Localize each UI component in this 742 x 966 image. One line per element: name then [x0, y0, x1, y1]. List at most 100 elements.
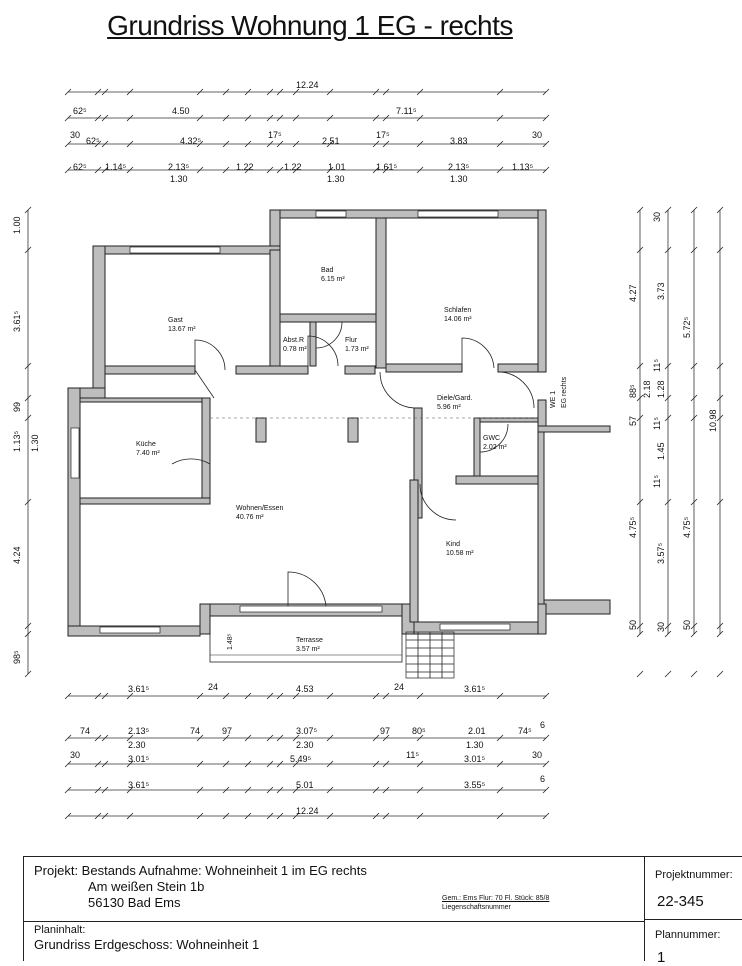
- room-terrasse-area: 3.57 m²: [296, 646, 320, 653]
- room-bad-area: 6.15 m²: [321, 276, 345, 283]
- dim-bot-r2b-2: 1.30: [466, 740, 484, 750]
- dimension-tick: [101, 760, 109, 768]
- dim-bot-r2-3: 97: [222, 726, 232, 736]
- dimension-tick: [716, 394, 724, 402]
- wall-right-upper: [537, 209, 547, 373]
- dim-bot-total: 12.24: [296, 806, 319, 816]
- window-kind: [439, 623, 511, 631]
- dimension-tick: [222, 692, 230, 700]
- wall-schlafen-bottom-b: [497, 363, 539, 373]
- dim-bot-r2-5: 97: [380, 726, 390, 736]
- dimension-tick: [126, 88, 134, 96]
- room-abst-name: Abst.R: [283, 337, 304, 344]
- dim-right-c1-2: 11⁵: [652, 359, 662, 372]
- dimension-tick: [24, 362, 32, 370]
- dim-top-r3-5: 17⁵: [376, 130, 390, 140]
- dim-bot-r2-9: 6: [540, 720, 545, 730]
- dim-top-total: 12.24: [296, 80, 319, 90]
- dimension-tick: [416, 114, 424, 122]
- dim-bot-r2b-1: 2.30: [296, 740, 314, 750]
- wall-gwc-top: [479, 417, 539, 423]
- dimension-tick: [101, 692, 109, 700]
- dimension-tick: [101, 166, 109, 174]
- dimension-tick: [382, 140, 390, 148]
- dimension-tick: [292, 166, 300, 174]
- dimension-tick: [382, 166, 390, 174]
- project-number: 22-345: [657, 893, 704, 910]
- dimension-tick: [244, 88, 252, 96]
- dim-top-r4b-2: 1.30: [450, 174, 468, 184]
- room-diele-area: 5.96 m²: [437, 404, 461, 411]
- dim-bot-r3-3: 11⁵: [406, 750, 419, 760]
- dimension-tick: [276, 734, 284, 742]
- dimension-tick: [372, 760, 380, 768]
- dimension-tick: [416, 88, 424, 96]
- dimension-tick: [326, 760, 334, 768]
- dimension-tick: [542, 692, 550, 700]
- wall-top-right: [269, 209, 547, 219]
- dim-left-1: 3.61⁵: [12, 310, 22, 332]
- project-number-section: Projektnummer: 22-345 Plannummer: 1: [645, 857, 742, 966]
- dimension-tick: [636, 498, 644, 506]
- dimension-tick: [636, 414, 644, 422]
- wall-gast-bottom-a: [104, 365, 196, 375]
- dimension-tick: [664, 394, 672, 402]
- dimension-tick: [690, 498, 698, 506]
- project-number-label: Projektnummer:: [655, 869, 733, 881]
- dimension-tick: [196, 88, 204, 96]
- dimension-tick: [64, 166, 72, 174]
- dimension-tick: [496, 692, 504, 700]
- column-2: [347, 417, 359, 443]
- dim-top-r4-1: 1.14⁵: [105, 162, 127, 172]
- dimension-tick: [716, 362, 724, 370]
- window-gast: [129, 246, 221, 254]
- dimension-tick: [382, 812, 390, 820]
- wall-right-low-v: [537, 431, 545, 623]
- dimension-tick: [542, 760, 550, 768]
- dimension-tick: [690, 622, 698, 630]
- dimension-tick: [266, 734, 274, 742]
- dimension-tick: [222, 88, 230, 96]
- column-1: [255, 417, 267, 443]
- dim-top-r4-4: 1.22: [284, 162, 302, 172]
- dimension-tick: [292, 114, 300, 122]
- dimension-tick: [94, 692, 102, 700]
- dimension-tick: [292, 140, 300, 148]
- dimension-tick: [24, 206, 32, 214]
- dimension-tick: [126, 140, 134, 148]
- dimension-tick: [636, 362, 644, 370]
- dimension-tick: [266, 140, 274, 148]
- dimension-tick: [276, 140, 284, 148]
- dimension-tick: [266, 812, 274, 820]
- dim-right-c4-0: 10.98: [708, 409, 718, 432]
- dimension-tick: [266, 88, 274, 96]
- dimension-tick: [542, 114, 550, 122]
- wall-gast-left: [92, 245, 106, 391]
- dimension-tick: [716, 622, 724, 630]
- window-bad: [315, 210, 347, 218]
- dimension-tick: [276, 760, 284, 768]
- dim-left-4: 1.30: [30, 434, 40, 452]
- window-kueche: [70, 427, 80, 479]
- dimension-tick: [196, 734, 204, 742]
- dimension-tick: [716, 246, 724, 254]
- dim-bot-r4-2: 3.55⁵: [464, 780, 486, 790]
- door-terrace: [287, 571, 327, 607]
- dimension-tick: [276, 692, 284, 700]
- dimension-ticks: [24, 88, 724, 820]
- dim-left-0: 1.00: [12, 216, 22, 234]
- room-kueche-area: 7.40 m²: [136, 450, 160, 457]
- dim-top-r3-6: 3.83: [450, 136, 468, 146]
- stairs: [405, 631, 455, 679]
- dimension-tick: [496, 786, 504, 794]
- dimension-tick: [542, 88, 550, 96]
- dimension-tick: [196, 166, 204, 174]
- dim-left-2: 99: [12, 402, 22, 412]
- dimension-tick: [196, 812, 204, 820]
- dim-bot-r3-0: 30: [70, 750, 80, 760]
- dimension-tick: [716, 414, 724, 422]
- dimension-tick: [126, 114, 134, 122]
- dimension-tick: [690, 670, 698, 678]
- dim-top-r2-2: 7.11⁵: [396, 106, 417, 116]
- dimension-tick: [542, 734, 550, 742]
